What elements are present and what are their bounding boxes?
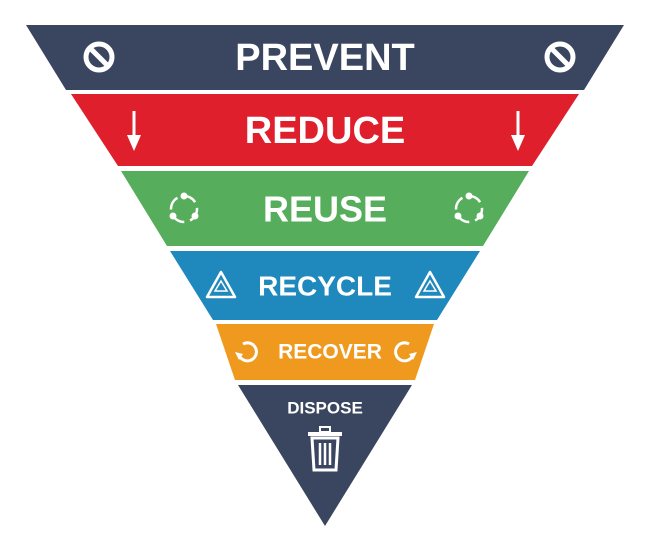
prohibited-icon	[544, 41, 576, 73]
tier-recover-band	[216, 324, 434, 380]
reuse-cycle-icon	[454, 192, 484, 224]
tier-dispose-label: DISPOSE	[287, 399, 363, 418]
tier-prevent: PREVENT	[26, 25, 624, 90]
tier-reuse-label: REUSE	[263, 189, 387, 230]
recover-arrow-icon	[235, 341, 258, 363]
tier-dispose: DISPOSE	[238, 385, 412, 526]
tier-prevent-label: PREVENT	[235, 37, 414, 79]
tier-reduce-label: REDUCE	[245, 110, 405, 152]
recycle-icon	[205, 270, 237, 299]
tier-reuse: REUSE	[121, 171, 529, 246]
trash-can-icon	[308, 426, 342, 472]
arrow-down-icon	[511, 111, 525, 151]
arrow-down-icon	[127, 111, 141, 151]
tier-recycle-label: RECYCLE	[258, 271, 392, 302]
tier-recover: RECOVER	[216, 324, 434, 380]
prohibited-icon	[83, 41, 115, 73]
tier-recover-label: RECOVER	[278, 341, 382, 364]
recycle-icon	[414, 270, 446, 299]
tier-recycle-band	[170, 251, 480, 320]
tier-prevent-band	[26, 25, 624, 90]
tier-reuse-band	[121, 171, 529, 246]
tier-reduce: REDUCE	[71, 94, 579, 166]
reuse-cycle-icon	[169, 192, 199, 224]
tier-recycle: RECYCLE	[170, 251, 480, 320]
recover-arrow-icon	[394, 341, 417, 363]
tier-reduce-band	[71, 94, 579, 166]
